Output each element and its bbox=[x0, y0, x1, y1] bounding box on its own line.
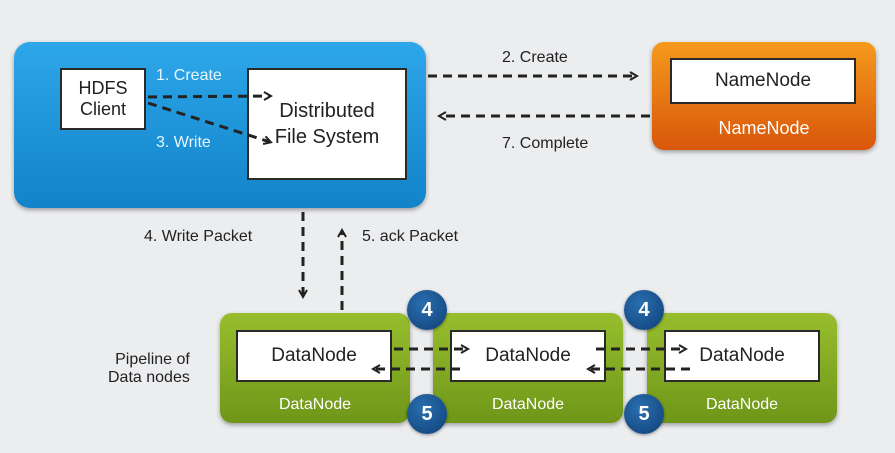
namenode-inner-label: NameNode bbox=[714, 70, 812, 91]
datanode-inner-label-3: DataNode bbox=[699, 345, 785, 366]
pipeline-label-line1: Pipeline of bbox=[115, 351, 190, 368]
badge-forward-1: 4 bbox=[407, 290, 447, 330]
datanode-inner-box-3: DataNode bbox=[664, 330, 820, 382]
distributed-file-system-box: Distributed File System bbox=[247, 68, 407, 180]
datanode-inner-label-1: DataNode bbox=[271, 345, 357, 366]
dfs-line2: File System bbox=[274, 126, 380, 148]
hdfs-client-line2: Client bbox=[79, 99, 127, 119]
pipeline-label: Pipeline of Data nodes bbox=[108, 351, 190, 387]
datanode-caption-3: DataNode bbox=[705, 396, 779, 413]
namenode-caption: NameNode bbox=[718, 118, 810, 138]
datanode-caption-2: DataNode bbox=[491, 396, 565, 413]
arrow-client-create bbox=[147, 96, 270, 97]
step-create-label: 1. Create bbox=[156, 67, 222, 84]
badge-ack-2: 5 bbox=[624, 394, 664, 434]
hdfs-client-box: HDFS Client bbox=[60, 68, 146, 130]
datanode-inner-box-2: DataNode bbox=[450, 330, 606, 382]
datanode-caption-1: DataNode bbox=[278, 396, 352, 413]
ack-packet-label: 5. ack Packet bbox=[362, 228, 459, 245]
badge-forward-2: 4 bbox=[624, 290, 664, 330]
arrow-client-write bbox=[147, 101, 270, 142]
step-write-label: 3. Write bbox=[156, 134, 211, 151]
datanode-inner-label-2: DataNode bbox=[485, 345, 571, 366]
badge-ack-1: 5 bbox=[407, 394, 447, 434]
step-namenode-create-label: 2. Create bbox=[502, 49, 568, 66]
pipeline-label-line2: Data nodes bbox=[108, 369, 190, 386]
step-complete-label: 7. Complete bbox=[502, 135, 589, 152]
namenode-inner-box: NameNode bbox=[670, 58, 856, 104]
hdfs-client-line1: HDFS bbox=[78, 78, 128, 98]
write-packet-label: 4. Write Packet bbox=[144, 228, 253, 245]
dfs-line1: Distributed bbox=[279, 100, 375, 122]
datanode-inner-box-1: DataNode bbox=[236, 330, 392, 382]
